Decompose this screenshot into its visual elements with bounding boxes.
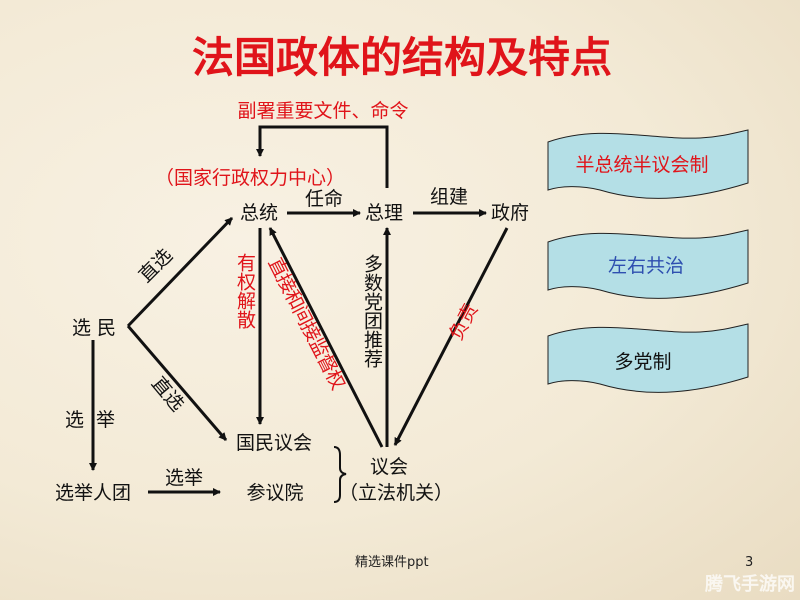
- senate-node: 参议院: [246, 482, 303, 504]
- voters-president-arrow: [126, 216, 234, 328]
- countersign-label: 副署重要文件、命令: [237, 100, 408, 122]
- feature-label: 半总统半议会制: [575, 154, 708, 176]
- government-node: 政府: [491, 202, 529, 224]
- voters-assembly-arrow: [126, 325, 228, 441]
- parliament-node: 议会: [370, 456, 408, 478]
- parliament-brace: [333, 446, 347, 503]
- feature-label: 多党制: [614, 351, 671, 373]
- elect-vertical-label: 选 举: [65, 409, 115, 431]
- majority-label: 多数党团推荐: [361, 254, 383, 369]
- responsible-label: 负责: [445, 300, 482, 344]
- feature-banner-1: 半总统半议会制: [547, 129, 749, 199]
- supervise-arrow: [268, 227, 384, 448]
- feature-label: 左右共治: [608, 255, 684, 277]
- prime-minister-node: 总理: [365, 202, 403, 224]
- direct-election-lower-label: 直选: [147, 373, 188, 416]
- form-label: 组建: [430, 186, 468, 208]
- elect-label: 选举: [165, 467, 203, 489]
- voters-node: 选 民: [72, 317, 116, 339]
- slide-title: 法国政体的结构及特点: [192, 33, 612, 82]
- appoint-label: 任命: [305, 188, 343, 210]
- president-node: 总统: [240, 202, 278, 224]
- feature-banner-2: 左右共治: [547, 229, 749, 299]
- responsible-arrow: [393, 227, 509, 446]
- footer-text: 精选课件ppt: [355, 555, 429, 570]
- president-note: （国家行政权力中心）: [155, 167, 345, 189]
- page-number: 3: [745, 555, 753, 570]
- dissolve-label: 有权解散: [234, 253, 256, 330]
- watermark: 腾飞手游网: [705, 573, 795, 595]
- countersign-arrow: [256, 125, 389, 188]
- supervise-label: 直接和间接监督权: [264, 254, 349, 393]
- national-assembly-node: 国民议会: [236, 432, 312, 454]
- electoral-college-node: 选举人团: [55, 482, 131, 504]
- parliament-note: （立法机关）: [339, 482, 453, 504]
- feature-banner-3: 多党制: [547, 323, 749, 393]
